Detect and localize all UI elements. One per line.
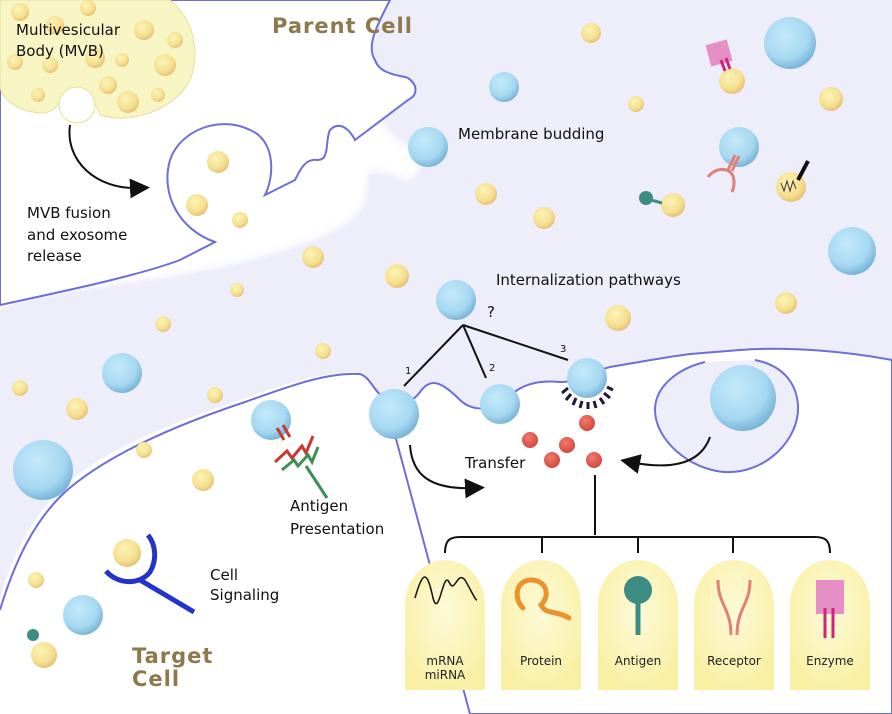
fusion-label-line3: release (27, 247, 82, 265)
target-cell-title-line2: Cell (132, 667, 180, 691)
pathway-1-exosome (369, 389, 419, 439)
transfer-label: Transfer (464, 454, 526, 472)
cargo-label-mrna-2: miRNA (425, 668, 466, 682)
target-membrane-line (0, 372, 387, 611)
cargo-card-antigen: Antigen (598, 560, 678, 690)
rna-wave-icon (414, 576, 478, 605)
pathway-label-3: 3 (560, 344, 566, 355)
cargo-card-protein: Protein (501, 560, 581, 690)
floating-receptor-icon (706, 154, 741, 193)
fusion-label-line1: MVB fusion (27, 204, 111, 222)
signaling-label-line1: Cell (210, 566, 238, 584)
yellow-vesicles (12, 23, 843, 588)
mvb-opening (58, 86, 96, 124)
cargo-card-enzyme: Enzyme (790, 560, 870, 690)
pathway-2-exosome (480, 384, 520, 424)
cargo-cards: mRNA miRNA Protein Antigen Receptor (405, 560, 870, 690)
mvb-fusion-arrow (68, 124, 150, 199)
floating-antigen-icon-2 (27, 629, 57, 668)
transfer-arrow-left (409, 444, 485, 499)
fusion-label-line2: and exosome (27, 226, 127, 244)
pathway-3-exosome (567, 358, 607, 398)
pathway-label-2: 2 (489, 363, 495, 374)
floating-enzyme-icon (705, 39, 733, 72)
mhc-antigen-icon (273, 424, 329, 499)
floating-rna-vesicle-icon (776, 160, 810, 202)
cargo-card-receptor: Receptor (694, 560, 774, 690)
mvb-label-line2: Body (MVB) (16, 42, 104, 60)
mvb-label-line1: Multivesicular (16, 21, 121, 39)
transfer-cargo (522, 415, 602, 468)
exosomes (13, 17, 876, 635)
cargo-card-mrna: mRNA miRNA (405, 560, 485, 690)
antigen-lollipop-icon (624, 576, 652, 635)
cargo-label-protein: Protein (520, 654, 562, 668)
signaling-label-line2: Signaling (210, 586, 279, 604)
floating-antigen-icon (639, 191, 663, 205)
antigen-label-line1: Antigen (290, 497, 348, 515)
multivesicular-body (0, 0, 196, 124)
cargo-label-enzyme: Enzyme (806, 654, 854, 668)
pathway-lines (403, 324, 569, 387)
signaling-receptor-icon (104, 533, 196, 615)
mvb-vesicles (7, 0, 183, 113)
cargo-label-receptor: Receptor (707, 654, 761, 668)
antigen-label-line2: Presentation (290, 520, 384, 538)
cargo-label-mrna-1: mRNA (426, 654, 464, 668)
cargo-bracket (444, 475, 831, 554)
clathrin-coat-icon (561, 385, 614, 409)
transfer-arrow-right (620, 436, 711, 474)
parent-cell-title: Parent Cell (272, 14, 413, 38)
cargo-label-antigen: Antigen (615, 654, 661, 668)
internalization-label: Internalization pathways (496, 271, 681, 289)
question-mark: ? (487, 303, 495, 321)
membrane-budding-label: Membrane budding (458, 125, 604, 143)
enzyme-square-icon (816, 580, 844, 638)
protein-coil-icon (514, 577, 572, 621)
receptor-y-icon (716, 579, 752, 636)
bud-vesicles (186, 151, 248, 228)
pathway-label-1: 1 (405, 366, 411, 377)
endocytosed-exosome (710, 365, 776, 431)
target-cell-title-line1: Target (132, 644, 213, 668)
